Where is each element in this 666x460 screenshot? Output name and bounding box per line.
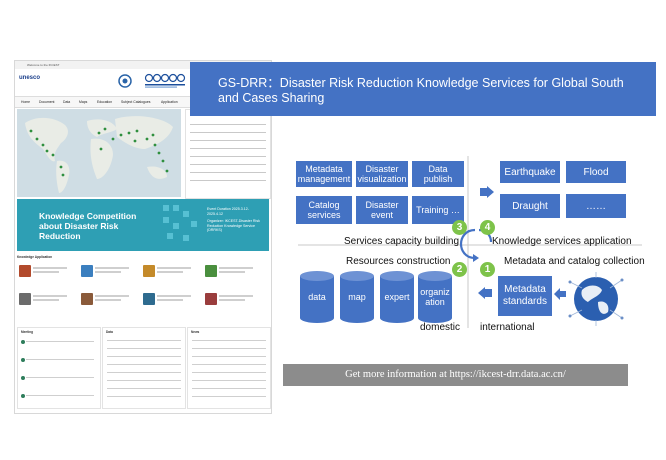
knowledge-application-heading: Knowledge Application (17, 255, 53, 259)
badge-4: 4 (480, 220, 495, 235)
catalog-services-box: Catalog services (296, 196, 352, 224)
training-box: Training … (412, 196, 464, 224)
app-tile[interactable] (205, 293, 217, 305)
nav-data[interactable]: Data (63, 100, 71, 104)
arrow-right-icon (480, 186, 494, 198)
drr-dots-logo-icon (144, 73, 186, 88)
ellipsis-box: …… (566, 194, 626, 218)
badge-1: 1 (480, 262, 495, 277)
metadata-standards-box: Metadata standards (498, 276, 552, 316)
competition-banner[interactable]: Knowledge Competition about Disaster Ris… (17, 199, 269, 251)
international-label: international (480, 322, 535, 333)
arrow-left-icon (478, 287, 492, 299)
flood-box: Flood (566, 161, 626, 183)
banner-organizer: Organizer: IKCEST-Disaster Risk Reductio… (207, 219, 260, 232)
world-map (17, 109, 181, 197)
app-tile[interactable] (205, 265, 217, 277)
site-top-bar: Welcome to the IKCEST (15, 61, 271, 69)
data-column: Data (102, 327, 186, 409)
footer-link-text[interactable]: Get more information at https://ikcest-d… (345, 369, 566, 380)
app-tile[interactable] (81, 293, 93, 305)
badge-3: 3 (452, 220, 467, 235)
news-column: News (187, 327, 271, 409)
earthquake-box: Earthquake (500, 161, 560, 183)
news-heading: News (191, 330, 200, 334)
globe-network-icon (568, 272, 624, 326)
disaster-event-box: Disaster event (356, 196, 408, 224)
nav-subject-catalogues[interactable]: Subject Catalogues (121, 100, 151, 104)
events-panel: Events (185, 109, 271, 199)
data-publish-box: Data publish (412, 161, 464, 187)
world-map-graphic (17, 109, 181, 197)
nav-maps[interactable]: Maps (79, 100, 88, 104)
domestic-label: domestic (420, 322, 461, 333)
banner-event-info: Event Duration 2025.3.12-2025.4.12 Organ… (207, 207, 261, 233)
app-tile[interactable] (19, 265, 31, 277)
welcome-text: Welcome to the IKCEST (27, 63, 60, 67)
meeting-column: Meeting (17, 327, 101, 409)
banner-title: Knowledge Competition about Disaster Ris… (39, 211, 137, 241)
badge-2: 2 (452, 262, 467, 277)
meeting-heading: Meeting (21, 330, 34, 334)
cylinder-expert (380, 271, 414, 323)
resource-cylinders (300, 271, 452, 323)
cylinder-expert-label: expert (384, 292, 410, 302)
nav-home[interactable]: Home (21, 100, 31, 104)
resources-construction-label: Resources construction (346, 256, 451, 267)
knowledge-application-label: Knowledge services application (492, 236, 632, 247)
metadata-catalog-label: Metadata and catalog collection (504, 256, 645, 267)
quadrant-divider-lines (298, 156, 642, 328)
site-bottom-columns: Meeting Data News (17, 327, 271, 413)
nav-document[interactable]: Document (39, 100, 55, 104)
ikcest-logo-icon (118, 74, 132, 88)
app-tile[interactable] (81, 265, 93, 277)
arrow-left-icon (554, 288, 566, 300)
website-screenshot: Welcome to the IKCEST unesco Home Docume… (14, 60, 272, 414)
nav-application[interactable]: Application (161, 100, 178, 104)
knowledge-application-grid (17, 263, 269, 325)
cylinder-data-label: data (308, 292, 326, 302)
nav-education[interactable]: Education (97, 100, 113, 104)
cylinder-organization (418, 271, 452, 323)
draught-box: Draught (500, 194, 560, 218)
cylinder-data (300, 271, 334, 323)
app-tile[interactable] (143, 265, 155, 277)
diagram-title: GS-DRR：Disaster Risk Reduction Knowledge… (218, 76, 624, 105)
app-tile[interactable] (143, 293, 155, 305)
disaster-visualization-box: Disaster visualization (356, 161, 408, 187)
data-heading: Data (106, 330, 113, 334)
title-banner (190, 62, 656, 116)
app-tile[interactable] (19, 293, 31, 305)
cylinder-organization-label: organization (420, 287, 450, 307)
metadata-management-box: Metadata management (296, 161, 352, 187)
cylinder-map (340, 271, 374, 323)
services-capacity-label: Services capacity building (344, 236, 460, 247)
cylinder-map-label: map (348, 292, 366, 302)
banner-event-duration: Event Duration 2025.3.12-2025.4.12 (207, 207, 249, 216)
unesco-logo: unesco (19, 75, 41, 81)
footer-bar (283, 364, 628, 386)
banner-grid-graphic (163, 205, 197, 241)
